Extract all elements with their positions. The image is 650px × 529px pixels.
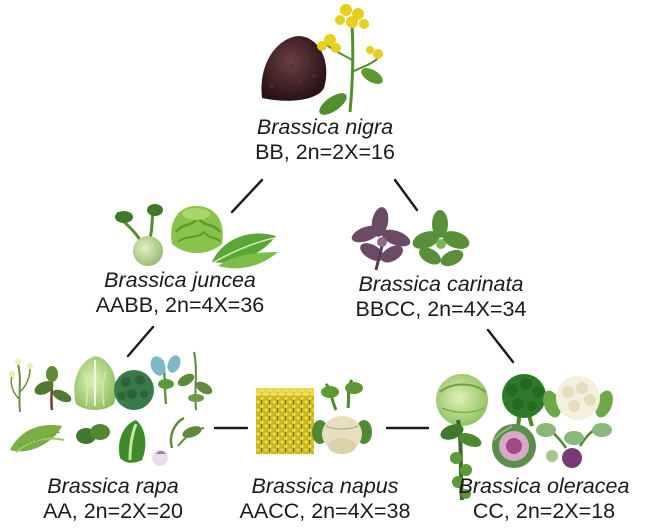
reddish-stem-plant-icon [34,366,72,411]
genome-formula: CC, 2n=2X=18 [472,499,616,523]
line-juncea-rapa [126,325,155,358]
napa-cabbage-icon [74,356,116,410]
rapa-images [9,351,213,466]
species-name: Brassica nigra [256,115,394,139]
nigra-images [261,4,383,115]
node-napus: Brassica napus AACC, 2n=4X=38 [220,474,430,524]
genome-formula: BBCC, 2n=4X=34 [355,297,527,321]
node-nigra: Brassica nigra BB, 2n=2X=16 [225,115,425,165]
cauliflower-icon [543,376,613,420]
kohlrabi-icon [536,423,612,468]
connector-lines [126,178,515,430]
curly-lettuce-icon [171,206,223,253]
species-name: Brassica juncea [104,268,256,292]
green-rosette-icon [412,210,470,267]
leafy-mustard-green-icon [212,233,278,269]
flowering-plant-icon [9,359,33,413]
bok-choy-icon [76,420,146,463]
oleracea-images [436,374,613,501]
genome-formula: AACC, 2n=4X=38 [239,499,411,523]
species-name: Brassica carinata [358,272,524,296]
broccoli-icon [502,374,546,427]
purple-rosette-icon [351,207,411,271]
species-name: Brassica rapa [47,474,179,498]
node-juncea: Brassica juncea AABB, 2n=4X=36 [80,268,280,318]
black-seed-pile-icon [261,36,327,101]
collard-stalk-icon [440,419,482,501]
species-name: Brassica oleracea [458,474,630,498]
node-rapa: Brassica rapa AA, 2n=2X=20 [18,474,208,524]
kohlrabi-bulb-icon [115,204,163,266]
napus-images [256,379,372,454]
mizuna-icon [10,425,65,453]
yellow-mustard-flower-icon [317,4,383,115]
rapeseed-field-icon [256,388,314,454]
line-nigra-juncea [230,178,264,214]
rutabaga-icon [312,379,372,454]
node-carinata: Brassica carinata BBCC, 2n=4X=34 [331,272,551,322]
turnip-root-icon [152,416,205,466]
cabbage-icon [436,374,488,426]
genome-formula: BB, 2n=2X=16 [255,140,395,164]
tall-flowering-rapa-icon [177,351,213,411]
carinata-images [351,207,470,271]
genome-formula: AA, 2n=2X=20 [43,499,183,523]
genome-formula: AABB, 2n=4X=36 [95,293,265,317]
juncea-images [115,204,278,269]
node-oleracea: Brassica oleracea CC, 2n=2X=18 [440,474,648,524]
line-carinata-oleracea [486,328,515,364]
species-name: Brassica napus [251,474,399,498]
line-nigra-carinata [393,178,419,212]
ornamental-kale-icon [492,424,536,468]
broccoli-raab-icon [114,370,154,410]
turnip-icon [150,355,181,405]
